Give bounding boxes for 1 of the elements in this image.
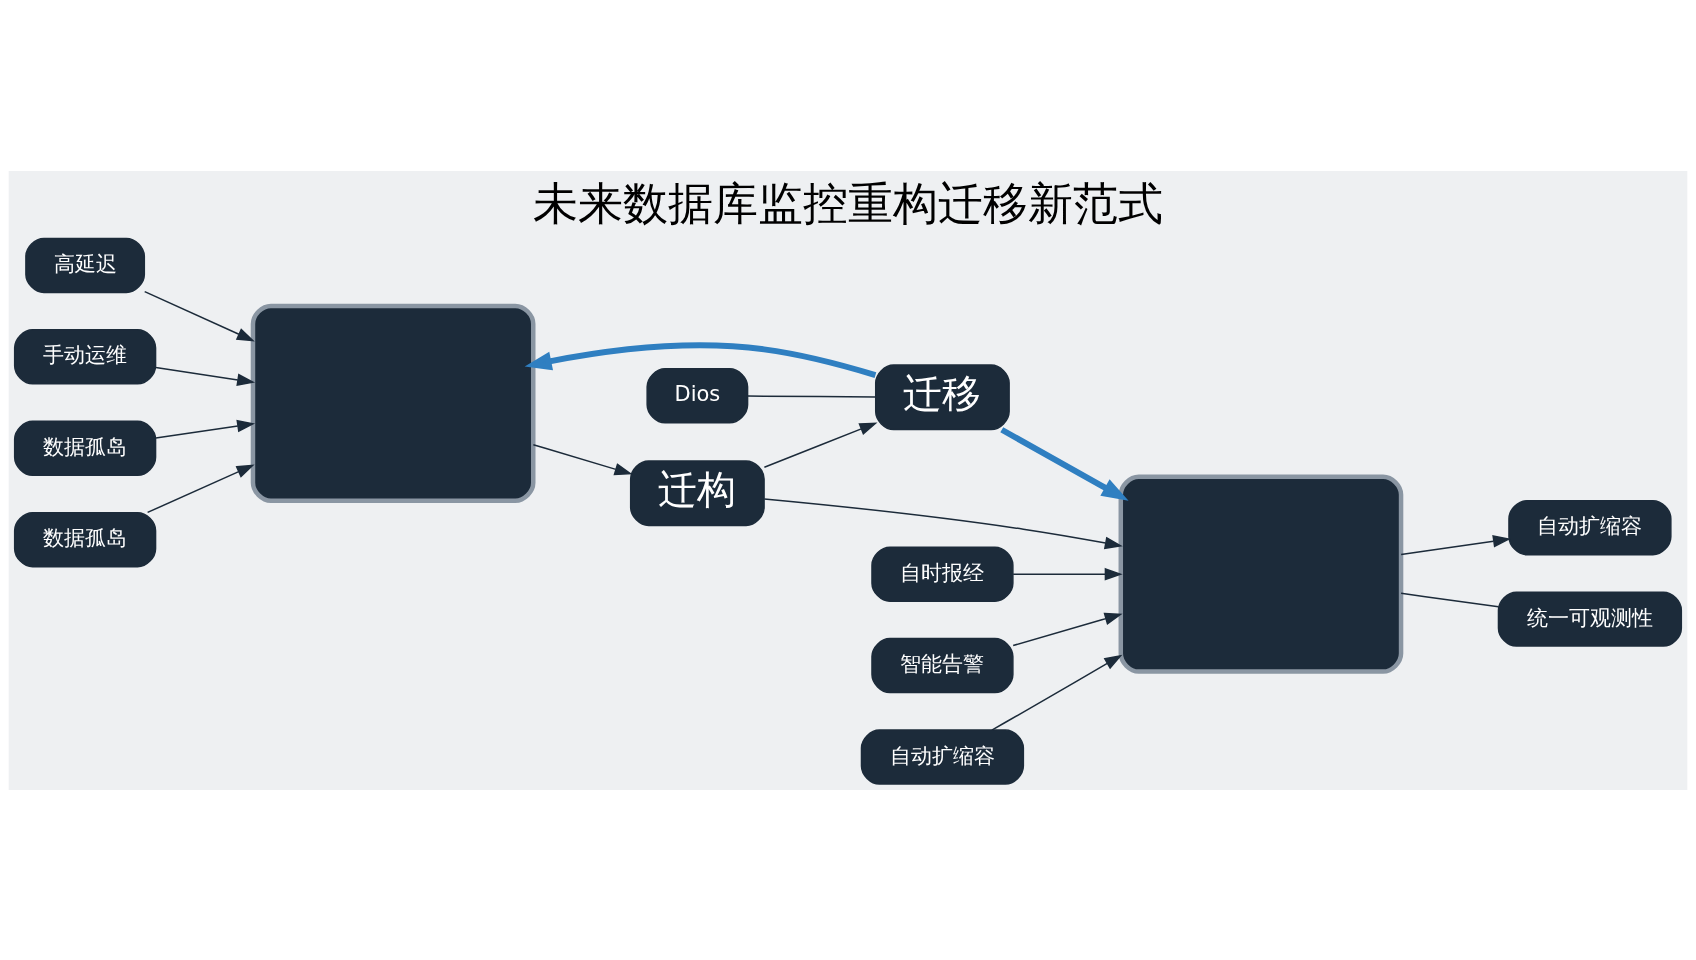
diagram-title: 未来数据库监控重构迁移新范式 (533, 176, 1163, 230)
